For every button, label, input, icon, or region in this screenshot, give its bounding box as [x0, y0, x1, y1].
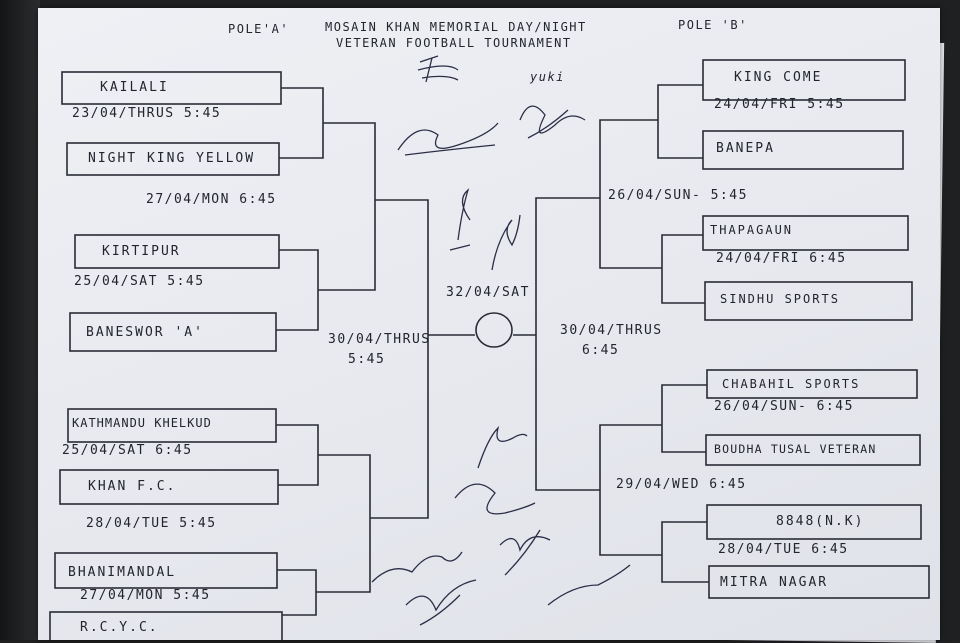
team-box: [705, 434, 921, 466]
bracket-line: [661, 521, 709, 583]
team-thapagaun: THAPAGAUN: [710, 223, 794, 237]
bracket-line: [661, 234, 705, 304]
signature: [405, 579, 477, 626]
match-date: 24/04/FRI 6:45: [716, 251, 847, 266]
bracket-line: [318, 122, 376, 291]
signature: [397, 122, 499, 156]
team-sindhu-sports: SINDHU SPORTS: [720, 292, 840, 306]
team-king-come: KING COME: [734, 70, 823, 85]
match-date: 23/04/THRUS 5:45: [72, 106, 222, 121]
paper-sheet: [38, 8, 940, 640]
team-boudha-tusal-veteran: BOUDHA TUSAL VETERAN: [714, 442, 877, 456]
team-box: [702, 215, 909, 251]
team-box: [61, 71, 282, 105]
team-bhanimandal: BHANIMANDAL: [68, 565, 177, 580]
team-night-king-yellow: NIGHT KING YELLOW: [88, 151, 256, 166]
match-date: 27/04/MON 5:45: [80, 588, 211, 603]
signature: [519, 105, 586, 139]
quarter-date: 27/04/MON 6:45: [146, 192, 277, 207]
signature: [417, 55, 459, 83]
signature: [491, 214, 521, 271]
football-drawing: [475, 312, 513, 348]
team-rcyc: R.C.Y.C.: [80, 620, 159, 635]
team-8848-nk: 8848(N.K): [776, 514, 865, 529]
bracket-line: [661, 384, 707, 453]
team-box: [66, 142, 280, 176]
background-dark: [0, 0, 40, 640]
signature: [449, 188, 471, 251]
signature: [499, 529, 551, 576]
quarter-date: 28/04/TUE 5:45: [86, 516, 217, 531]
team-box: [702, 130, 904, 170]
semi-date: 30/04/THRUS: [560, 323, 663, 338]
match-date: 25/04/SAT 6:45: [62, 443, 193, 458]
final-date: 32/04/SAT: [446, 285, 530, 300]
bracket-line: [276, 249, 319, 331]
pole-a-label: POLE'A': [228, 22, 290, 36]
team-mitra-nagar: MITRA NAGAR: [720, 575, 829, 590]
signature: [547, 564, 631, 606]
match-date: 26/04/SUN- 6:45: [714, 399, 854, 414]
team-baneswor-a: BANESWOR 'A': [86, 325, 204, 340]
team-kirtipur: KIRTIPUR: [102, 244, 181, 259]
signature: [477, 425, 528, 469]
team-chabahil-sports: CHABAHIL SPORTS: [722, 377, 861, 391]
pole-b-label: POLE 'B': [678, 18, 748, 32]
team-kailali: KAILALI: [100, 80, 169, 95]
team-box: [74, 234, 280, 269]
bracket-line: [277, 569, 317, 616]
match-date: 25/04/SAT 5:45: [74, 274, 205, 289]
team-khan-fc: KHAN F.C.: [88, 479, 177, 494]
title-line-2: VETERAN FOOTBALL TOURNAMENT: [336, 36, 572, 50]
bracket-line: [599, 119, 662, 269]
quarter-date: 29/04/WED 6:45: [616, 477, 747, 492]
bracket-line: [276, 424, 319, 486]
team-box: [49, 611, 283, 640]
title-line-1: MOSAIN KHAN MEMORIAL DAY/NIGHT: [325, 20, 587, 34]
team-box: [59, 469, 279, 505]
signature-text: yuki: [530, 70, 565, 84]
team-box: [706, 369, 918, 399]
team-banepa: BANEPA: [716, 141, 775, 156]
signatures: [371, 55, 631, 626]
semi-date: 30/04/THRUS: [328, 332, 431, 347]
semi-time: 6:45: [582, 343, 620, 358]
signature: [454, 483, 536, 515]
signature: [371, 551, 463, 583]
match-date: 24/04/FRI 5:45: [714, 97, 845, 112]
semi-time: 5:45: [348, 352, 386, 367]
bracket-line: [657, 84, 703, 159]
team-kathmandu-khelkud: KATHMANDU KHELKUD: [72, 416, 212, 430]
bracket-line: [279, 87, 324, 159]
bracket-line: [535, 197, 600, 491]
bracket-line: [370, 199, 429, 519]
bracket-line: [316, 454, 371, 593]
quarter-date: 26/04/SUN- 5:45: [608, 188, 748, 203]
team-box: [704, 281, 913, 321]
team-box: [69, 312, 277, 352]
match-date: 28/04/TUE 6:45: [718, 542, 849, 557]
team-box: [702, 59, 906, 101]
